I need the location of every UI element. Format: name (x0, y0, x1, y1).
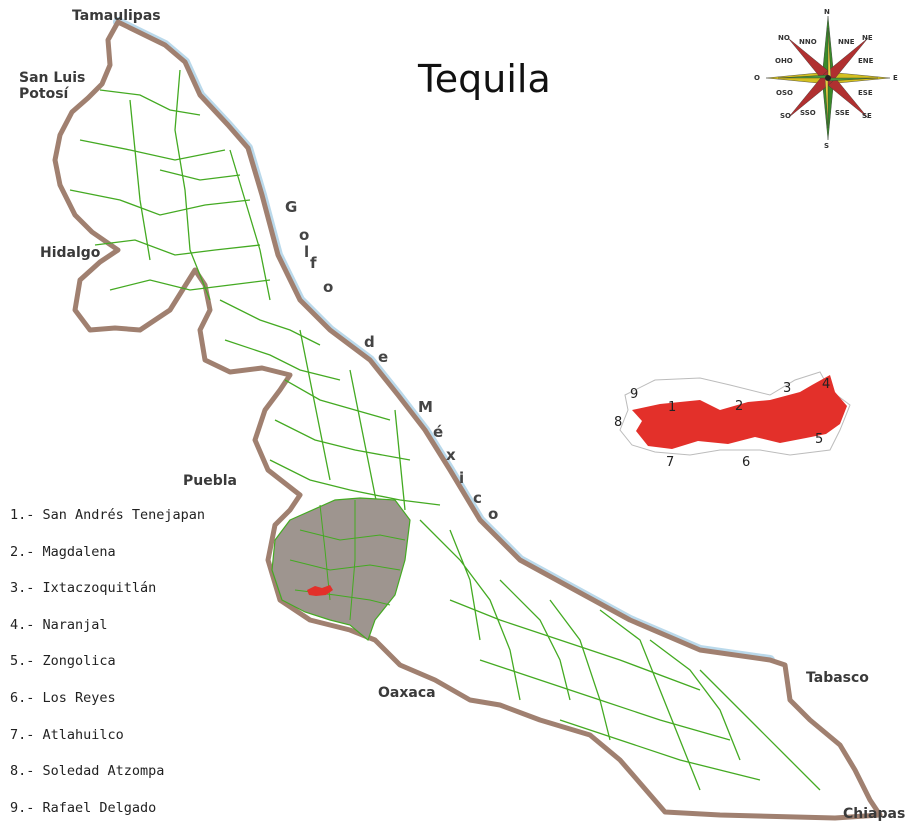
compass-o: O (754, 74, 760, 82)
region-borders (289, 500, 406, 621)
legend-item: 2.- Magdalena (10, 543, 116, 560)
gulf-letter: G (285, 198, 297, 216)
legend-item: 1.- San Andrés Tenejapan (10, 507, 206, 523)
inset-number: 7 (666, 455, 674, 470)
compass-se: SE (862, 112, 872, 120)
inset-number: 3 (783, 381, 791, 396)
compass-s: S (824, 142, 829, 150)
compass-nno: NNO (799, 38, 817, 46)
compass-nne: NNE (838, 38, 855, 46)
legend-item: 8.- Soledad Atzompa (10, 763, 165, 780)
inset-number: 9 (630, 387, 638, 402)
label-chiapas: Chiapas (843, 806, 905, 822)
gulf-letter: e (378, 348, 388, 366)
compass-labels: N S E O NE NO SE SO NNE NNO ENE OHO ESE … (754, 8, 898, 150)
label-san-luis: San Luis (19, 70, 85, 86)
gulf-letter: l (304, 243, 309, 261)
label-hidalgo: Hidalgo (40, 245, 101, 261)
gulf-letter: x (446, 446, 456, 464)
gulf-letter: M (418, 398, 433, 416)
gulf-label: G o l f o d e M é x i c o (285, 198, 498, 523)
compass-ne: NE (862, 34, 873, 42)
label-tabasco: Tabasco (806, 670, 869, 686)
gulf-letter: o (488, 505, 498, 523)
compass-sso: SSO (800, 109, 816, 117)
legend-item: 5.- Zongolica (10, 653, 116, 670)
compass-oso: OSO (776, 89, 793, 97)
inset-labels: 1 2 3 4 5 6 7 8 9 (614, 377, 830, 470)
gulf-letter: é (433, 423, 443, 441)
inset-number: 4 (822, 377, 830, 392)
tequila-location (307, 585, 333, 596)
gulf-letter: d (364, 333, 375, 351)
legend-item: 3.- Ixtaczoquitlán (10, 580, 157, 597)
compass-e: E (893, 74, 898, 82)
municipal-borders (69, 69, 821, 791)
gulf-letter: c (473, 489, 482, 507)
map-title: Tequila (417, 57, 551, 101)
inset-number: 2 (735, 399, 743, 414)
inset-number: 8 (614, 415, 622, 430)
municipality-legend: 1.- San Andrés Tenejapan 2.- Magdalena 3… (10, 505, 270, 834)
label-tamaulipas: Tamaulipas (72, 8, 161, 24)
inset-number: 6 (742, 455, 750, 470)
label-potosi: Potosí (19, 86, 70, 102)
gulf-letter: o (323, 278, 333, 296)
inset-municipality (619, 371, 851, 456)
legend-item: 7.- Atlahuilco (10, 726, 124, 743)
inset-number: 1 (668, 400, 676, 415)
compass-ene: ENE (858, 57, 874, 65)
label-puebla: Puebla (183, 473, 237, 489)
gulf-letter: i (459, 469, 464, 487)
compass-no: NO (778, 34, 790, 42)
compass-oho: OHO (775, 57, 793, 65)
legend-item: 9.- Rafael Delgado (10, 799, 157, 816)
compass-so: SO (780, 112, 791, 120)
compass-ese: ESE (858, 89, 873, 97)
label-oaxaca: Oaxaca (378, 685, 436, 701)
compass-rose (765, 15, 891, 141)
gulf-letter: o (299, 226, 309, 244)
compass-n: N (824, 8, 830, 16)
compass-sse: SSE (835, 109, 850, 117)
legend-item: 6.- Los Reyes (10, 689, 116, 706)
gulf-letter: f (310, 254, 317, 272)
legend-item: 4.- Naranjal (10, 616, 108, 633)
inset-number: 5 (815, 432, 823, 447)
